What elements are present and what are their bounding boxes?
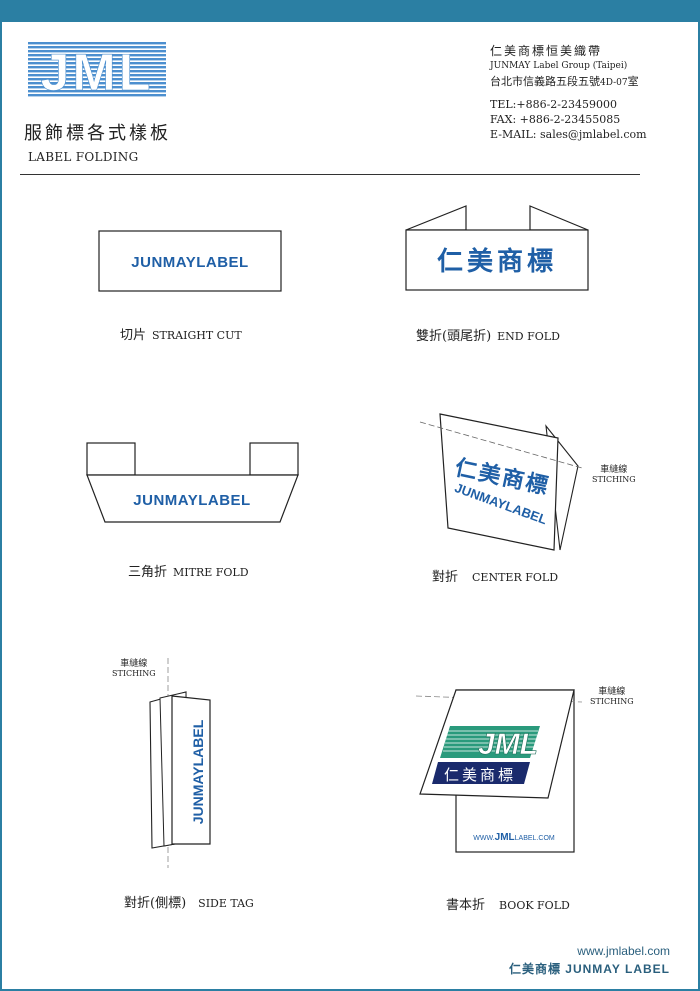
company-name-en: JUNMAY Label Group (Taipei): [490, 61, 628, 71]
caption-side-tag: 對折(側標)SIDE TAG: [124, 896, 254, 911]
side-tag-label-text: JUNMAYLABEL: [190, 719, 206, 824]
end-fold-label-text: 仁美商標: [437, 246, 557, 276]
center-fold-diagram: 仁美商標 JUNMAYLABEL: [419, 413, 583, 551]
company-name-cn: 仁美商標恒美織帶: [490, 44, 603, 58]
straight-cut-label-text: JUNMAYLABEL: [131, 254, 248, 271]
book-fold-url: WWW.JMLLABEL.COM: [473, 832, 555, 843]
company-tel: TEL:+886-2-23459000: [490, 98, 618, 111]
company-fax: FAX: +886-2-23455085: [490, 113, 621, 126]
jml-logo: JML JML: [28, 42, 166, 98]
book-fold-label-cn: 仁美商標: [444, 767, 516, 784]
caption-end-fold: 雙折(頭尾折)END FOLD: [416, 329, 560, 344]
footer-brand: 仁美商標 JUNMAY LABEL: [508, 962, 670, 976]
company-email[interactable]: E-MAIL: sales@jmlabel.com: [490, 128, 647, 141]
end-fold-diagram: 仁美商標: [405, 205, 589, 291]
book-fold-diagram: JML 仁美商標 WWW.JMLLABEL.COM: [415, 689, 583, 853]
mitre-fold-label-text: JUNMAYLABEL: [133, 492, 250, 509]
page-title-en: LABEL FOLDING: [28, 150, 139, 164]
straight-cut-diagram: JUNMAYLABEL: [98, 230, 282, 292]
side-tag-diagram: JUNMAYLABEL: [149, 658, 211, 868]
header-divider: [20, 174, 640, 175]
logo-text: JML: [41, 44, 154, 98]
company-address: 台北市信義路五段五號4D-07室: [490, 75, 639, 88]
company-info: 仁美商標恒美織帶 JUNMAY Label Group (Taipei) 台北市…: [490, 44, 647, 142]
page-title-cn: 服飾標各式樣板: [24, 123, 171, 144]
footer-url[interactable]: www.jmlabel.com: [577, 944, 670, 958]
book-fold-logo: JML: [478, 728, 538, 761]
mitre-fold-diagram: JUNMAYLABEL: [86, 442, 299, 523]
